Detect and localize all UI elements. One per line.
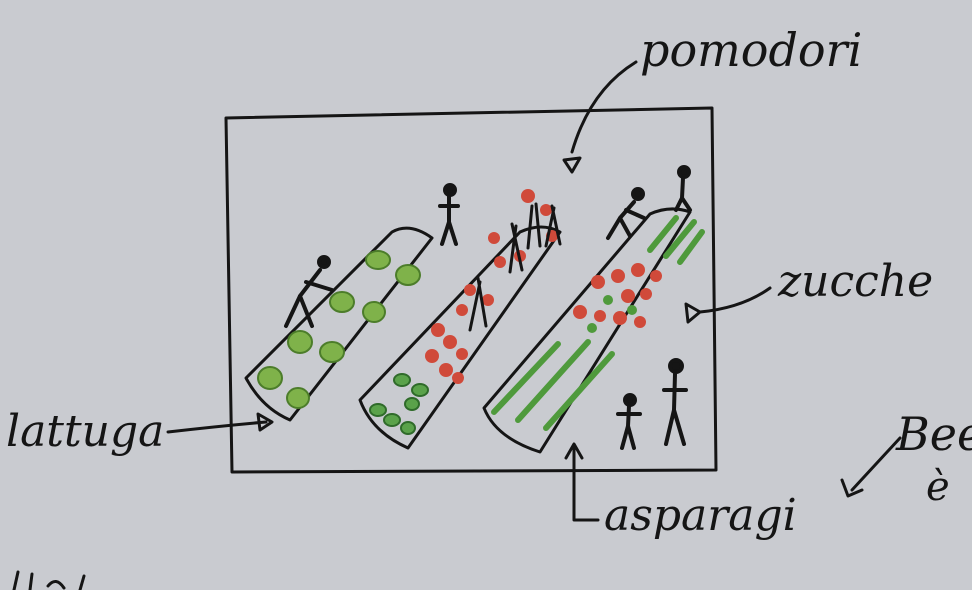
person-figure: [606, 187, 646, 240]
person-figure: [662, 358, 688, 446]
person-figure: [674, 165, 692, 212]
arrow-pomodori: [562, 60, 638, 174]
label-e: è: [926, 464, 950, 510]
arrow-asparagi: [564, 442, 600, 522]
label-pomodori: pomodori: [640, 23, 862, 77]
label-bee: Bee: [895, 407, 972, 461]
label-lattuga: lattuga: [6, 406, 164, 457]
tomato-bed: [358, 189, 562, 450]
person-figure: [438, 183, 460, 246]
arrow-bee: [840, 436, 902, 498]
label-asparagi: asparagi: [604, 490, 797, 541]
asparagus-bed: [482, 207, 705, 454]
label-zucche: zucche: [777, 256, 933, 307]
arrow-zucche: [684, 286, 772, 324]
garden-frame: [224, 106, 718, 474]
person-figure: [284, 255, 334, 328]
lettuce-bed: [244, 226, 434, 422]
arrow-lattuga: [166, 412, 274, 434]
person-figure: [616, 393, 642, 450]
cutoff-handwriting: [12, 570, 86, 590]
